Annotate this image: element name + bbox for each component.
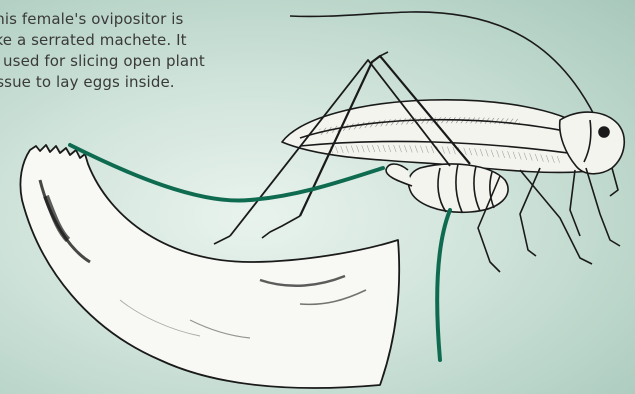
- pointer-line-body: [437, 210, 450, 360]
- katydid-drawing: [214, 52, 624, 272]
